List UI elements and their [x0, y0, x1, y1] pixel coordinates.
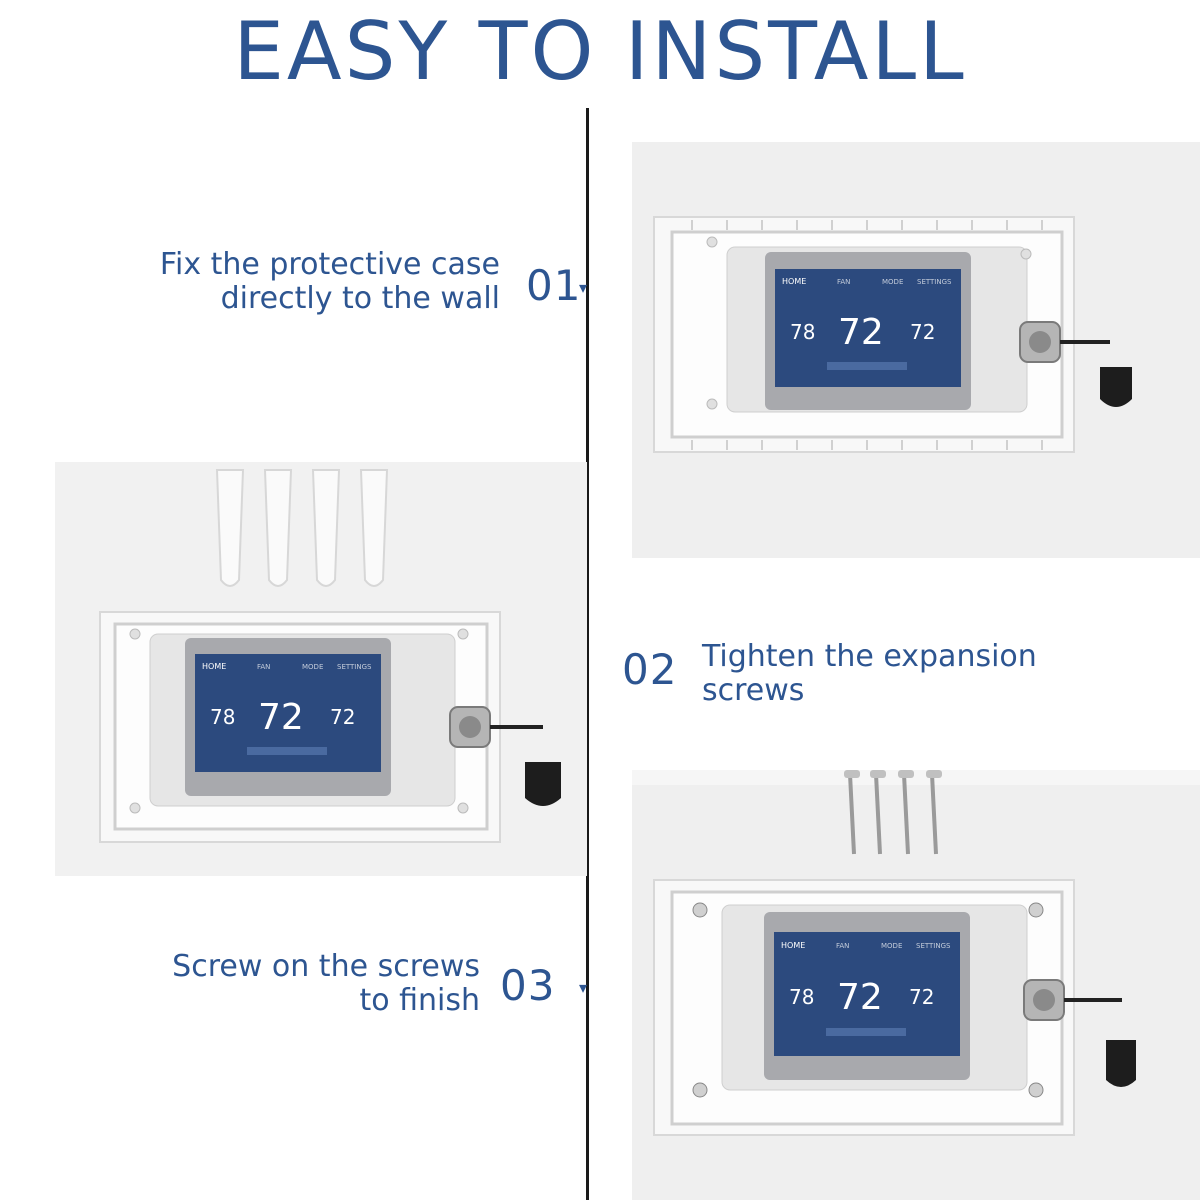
- timeline-marker-01: ▾: [579, 278, 588, 297]
- screen-menu-mode: MODE: [882, 278, 903, 286]
- screen-menu-settings: SETTINGS: [917, 278, 952, 286]
- screen-set-temp: 72: [258, 697, 304, 738]
- photo-step-02: HOME FAN MODE SETTINGS 78 72 72: [55, 462, 587, 876]
- screen-menu-settings: SETTINGS: [916, 942, 951, 950]
- step-03-caption-line2: to finish: [359, 983, 480, 1018]
- screen-indoor-temp: 78: [789, 985, 814, 1009]
- screen-indoor-temp: 78: [210, 705, 235, 729]
- step-01-number: 01: [526, 261, 582, 310]
- page-title: EASY TO INSTALL: [233, 5, 967, 98]
- step-01-caption-line2: directly to the wall: [220, 281, 500, 316]
- screen-set-temp: 72: [838, 312, 884, 353]
- screen-set-temp: 72: [837, 977, 883, 1018]
- timeline-line: [586, 108, 589, 1200]
- step-01-caption-line1: Fix the protective case: [159, 247, 500, 282]
- step-02-caption: Tighten the expansion screws: [702, 640, 1122, 708]
- step-01-caption: Fix the protective case directly to the …: [100, 248, 500, 316]
- screen-menu-home: HOME: [781, 941, 805, 950]
- step-03-number: 03: [500, 961, 556, 1010]
- photo-step-01: HOME FAN MODE SETTINGS 78 72 72: [632, 142, 1200, 558]
- screen-outdoor-temp: 72: [909, 985, 934, 1009]
- screen-outdoor-temp: 72: [910, 320, 935, 344]
- step-03-caption-line1: Screw on the screws: [172, 949, 480, 984]
- step-02-number: 02: [622, 645, 678, 694]
- screen-outdoor-temp: 72: [330, 705, 355, 729]
- screen-menu-mode: MODE: [302, 663, 323, 671]
- step-02-caption-line1: Tighten the expansion: [702, 639, 1037, 674]
- screen-menu-settings: SETTINGS: [337, 663, 372, 671]
- step-03-caption: Screw on the screws to finish: [80, 950, 480, 1018]
- screen-menu-home: HOME: [202, 662, 226, 671]
- screen-menu-fan: FAN: [257, 663, 270, 671]
- timeline-marker-03: ▾: [579, 978, 588, 997]
- screen-menu-fan: FAN: [836, 942, 849, 950]
- screen-menu-fan: FAN: [837, 278, 850, 286]
- screen-menu-home: HOME: [782, 277, 806, 286]
- screen-menu-mode: MODE: [881, 942, 902, 950]
- step-02-caption-line2: screws: [702, 673, 805, 708]
- photo-step-03: HOME FAN MODE SETTINGS 78 72 72: [632, 770, 1200, 1200]
- screen-indoor-temp: 78: [790, 320, 815, 344]
